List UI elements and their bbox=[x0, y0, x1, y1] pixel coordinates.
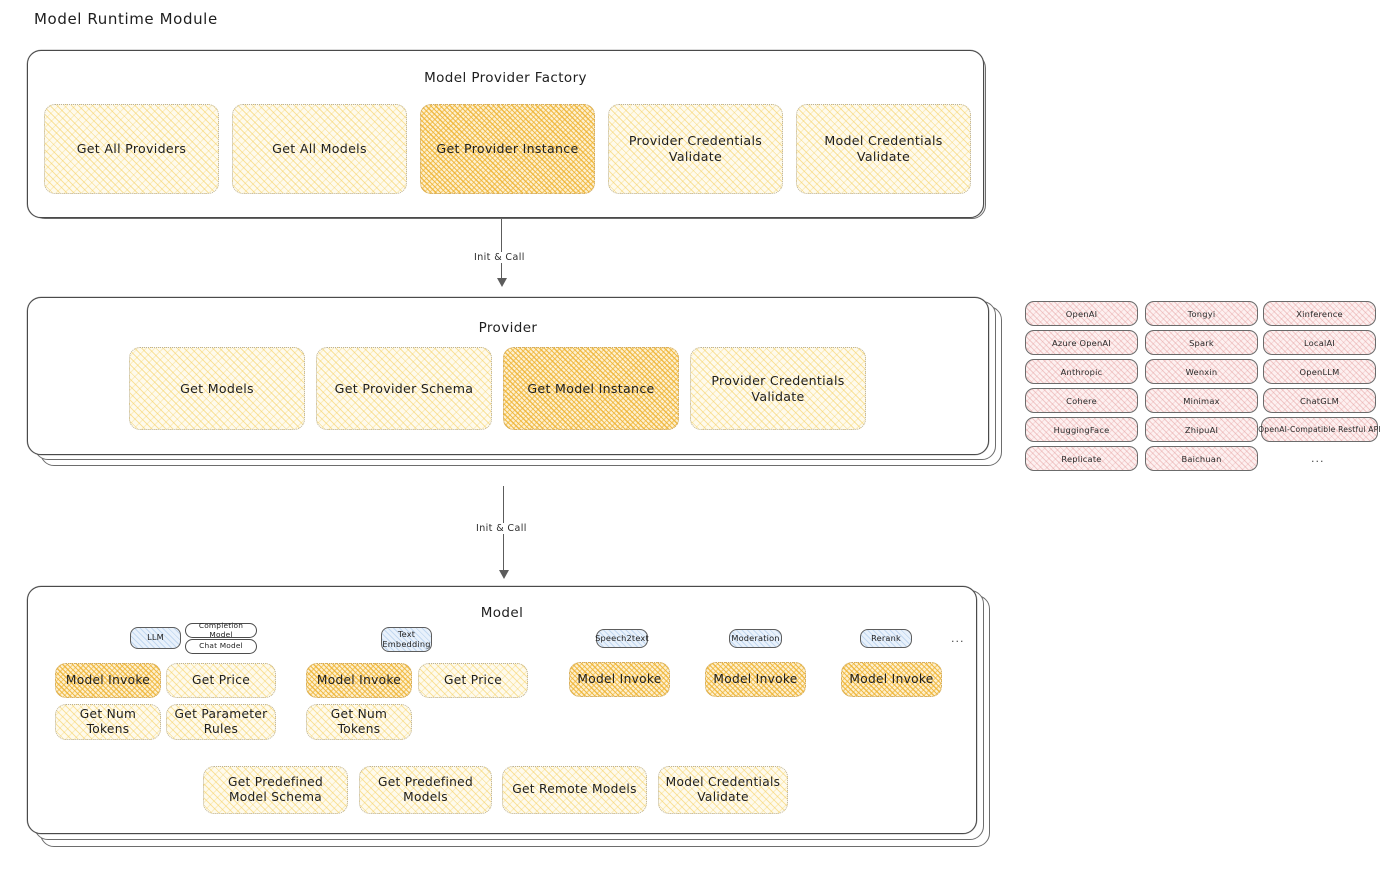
provider-method-get-models[interactable]: Get Models bbox=[129, 347, 305, 430]
arrow-2-head bbox=[499, 570, 509, 579]
model-shared-get-predefined-model-schema[interactable]: Get Predefined Model Schema bbox=[203, 766, 348, 814]
rerank-method-model-invoke[interactable]: Model Invoke bbox=[841, 662, 942, 697]
provider-pill-wenxin[interactable]: Wenxin bbox=[1145, 359, 1258, 384]
text-embedding-method-get-num-tokens[interactable]: Get Num Tokens bbox=[306, 704, 412, 740]
llm-method-get-parameter-rules[interactable]: Get Parameter Rules bbox=[166, 704, 276, 740]
text-embedding-method-model-invoke[interactable]: Model Invoke bbox=[306, 663, 412, 698]
model-type-badge-text-embedding[interactable]: Text Embedding bbox=[381, 627, 432, 652]
moderation-method-model-invoke[interactable]: Model Invoke bbox=[705, 662, 806, 697]
provider-pill-baichuan[interactable]: Baichuan bbox=[1145, 446, 1258, 471]
provider-pill-openai[interactable]: OpenAI bbox=[1025, 301, 1138, 326]
provider-pill-azure-openai[interactable]: Azure OpenAI bbox=[1025, 330, 1138, 355]
provider-pill-huggingface[interactable]: HuggingFace bbox=[1025, 417, 1138, 442]
provider-pill-chatglm[interactable]: ChatGLM bbox=[1263, 388, 1376, 413]
model-type-badge-rerank[interactable]: Rerank bbox=[860, 629, 912, 648]
model-type-badge-moderation[interactable]: Moderation bbox=[729, 629, 782, 648]
provider-pill-replicate[interactable]: Replicate bbox=[1025, 446, 1138, 471]
provider-pill-openllm[interactable]: OpenLLM bbox=[1263, 359, 1376, 384]
provider-pill-anthropic[interactable]: Anthropic bbox=[1025, 359, 1138, 384]
model-title: Model bbox=[480, 605, 524, 621]
factory-method-get-provider-instance[interactable]: Get Provider Instance bbox=[420, 104, 595, 194]
llm-method-model-invoke[interactable]: Model Invoke bbox=[55, 663, 161, 698]
model-subbadge-chat-model[interactable]: Chat Model bbox=[185, 639, 257, 654]
provider-pill-cohere[interactable]: Cohere bbox=[1025, 388, 1138, 413]
speech2text-method-model-invoke[interactable]: Model Invoke bbox=[569, 662, 670, 697]
page-title: Model Runtime Module bbox=[34, 10, 218, 28]
provider-method-get-model-instance[interactable]: Get Model Instance bbox=[503, 347, 679, 430]
factory-method-model-credentials-validate[interactable]: Model Credentials Validate bbox=[796, 104, 971, 194]
arrow-1-label: Init & Call bbox=[470, 252, 529, 263]
model-types-more-ellipsis: ... bbox=[951, 632, 965, 645]
factory-method-provider-credentials-validate[interactable]: Provider Credentials Validate bbox=[608, 104, 783, 194]
factory-method-get-all-models[interactable]: Get All Models bbox=[232, 104, 407, 194]
provider-pill-xinference[interactable]: Xinference bbox=[1263, 301, 1376, 326]
model-shared-model-credentials-validate[interactable]: Model Credentials Validate bbox=[658, 766, 788, 814]
factory-method-get-all-providers[interactable]: Get All Providers bbox=[44, 104, 219, 194]
model-subbadge-completion-model[interactable]: Completion Model bbox=[185, 621, 257, 638]
provider-method-provider-credentials-validate[interactable]: Provider Credentials Validate bbox=[690, 347, 866, 430]
llm-method-get-price[interactable]: Get Price bbox=[166, 663, 276, 698]
provider-title: Provider bbox=[478, 320, 538, 336]
model-shared-get-predefined-models[interactable]: Get Predefined Models bbox=[359, 766, 492, 814]
provider-list-more-ellipsis: ... bbox=[1311, 452, 1325, 465]
provider-pill-minimax[interactable]: Minimax bbox=[1145, 388, 1258, 413]
arrow-2-label: Init & Call bbox=[472, 523, 531, 534]
model-type-badge-llm[interactable]: LLM bbox=[130, 627, 181, 649]
text-embedding-method-get-price[interactable]: Get Price bbox=[418, 663, 528, 698]
provider-method-get-provider-schema[interactable]: Get Provider Schema bbox=[316, 347, 492, 430]
provider-pill-zhipuai[interactable]: ZhipuAI bbox=[1145, 417, 1258, 442]
model-shared-get-remote-models[interactable]: Get Remote Models bbox=[502, 766, 647, 814]
factory-title: Model Provider Factory bbox=[424, 70, 587, 86]
provider-pill-spark[interactable]: Spark bbox=[1145, 330, 1258, 355]
provider-pill-localai[interactable]: LocalAI bbox=[1263, 330, 1376, 355]
arrow-1-head bbox=[497, 278, 507, 287]
provider-pill-tongyi[interactable]: Tongyi bbox=[1145, 301, 1258, 326]
arrow-1-line bbox=[501, 219, 503, 281]
model-type-badge-speech2text[interactable]: Speech2text bbox=[595, 629, 649, 648]
llm-method-get-num-tokens[interactable]: Get Num Tokens bbox=[55, 704, 161, 740]
provider-pill-openai-compatible-restful-api[interactable]: OpenAI-Compatible Restful API bbox=[1258, 417, 1381, 442]
